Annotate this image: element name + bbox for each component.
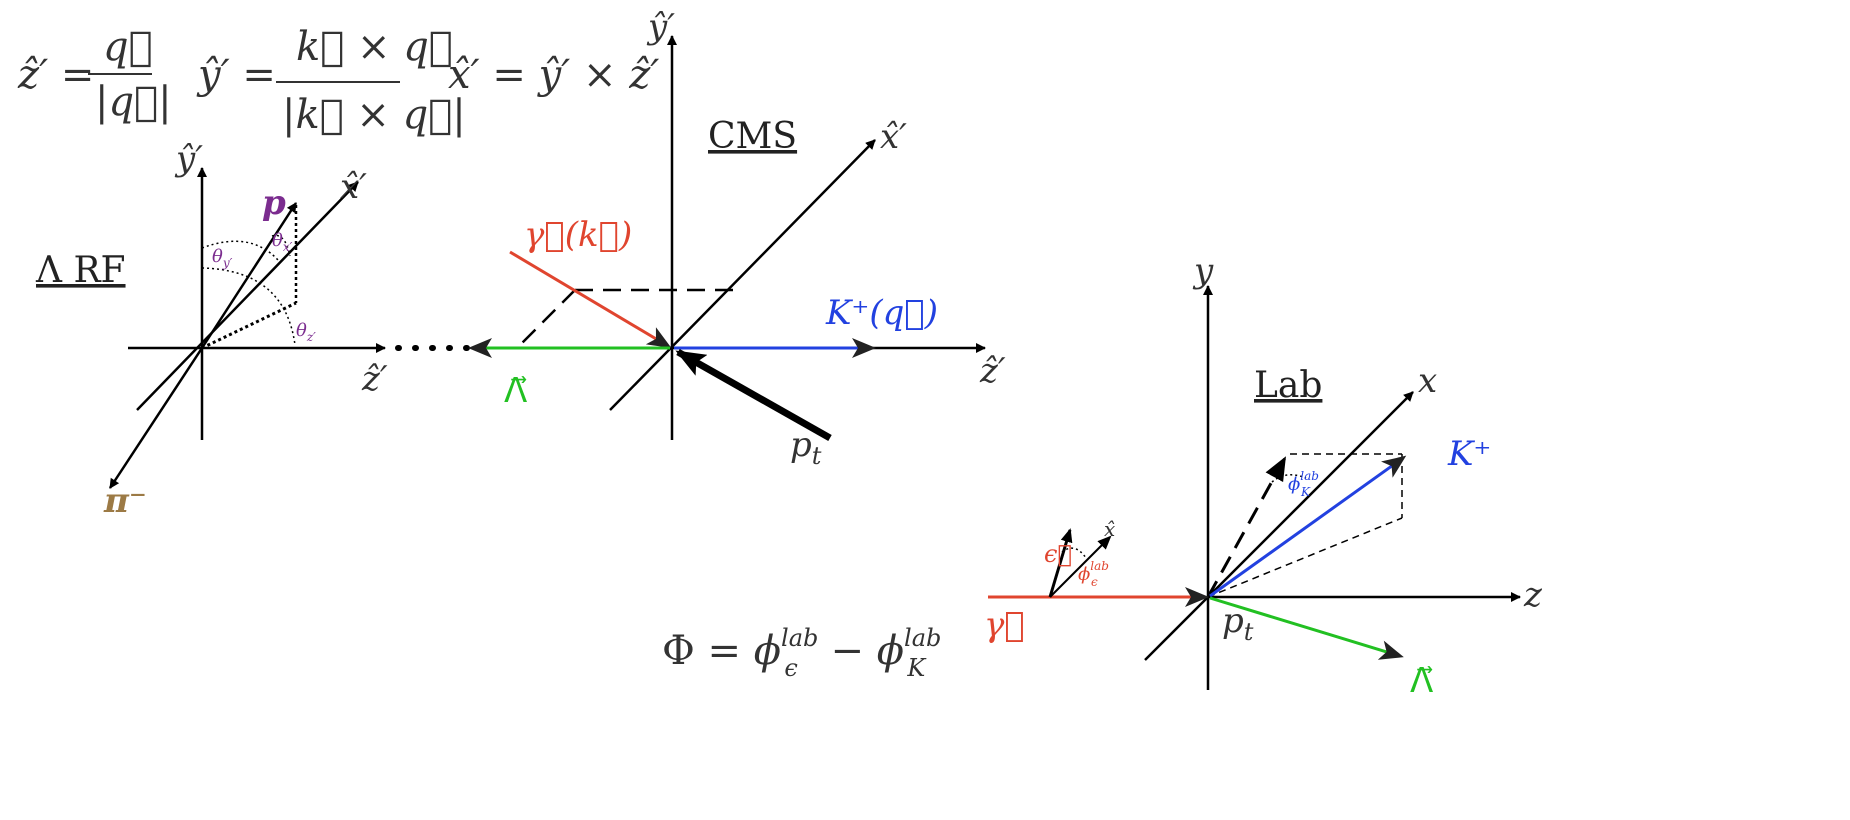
xprime-formula: x̂′ = ŷ′ × ẑ′ [448,52,659,98]
lrf-y-axis-label: ŷ′ [174,139,203,179]
zprime-lhs: ẑ′ = [17,52,94,98]
lab-phi-eps-label: ϕlab ϵ [1078,559,1109,589]
cms-x-axis [609,139,876,411]
lab-phi-eps-arc [1061,547,1087,559]
lrf-pion-vector [108,347,204,489]
lab-x-axis [1144,391,1414,661]
lab-label: Lab [1254,365,1322,406]
lrf-proton-label: p [262,183,286,223]
phi-formula-lhs: Φ = [662,628,754,674]
cms-target-symbol: p [790,425,812,465]
lrf-theta-z-sub: z′ [306,330,316,344]
cms-photon-label: γ⃗(k⃗) [524,215,632,255]
lrf-pion-label: π⁻ [103,481,147,521]
cms-target-label: pt [790,425,822,470]
lrf-theta-x-label: θx′ [272,230,293,254]
cms-dash-diagonal [519,289,576,346]
lab-target-symbol: p [1222,601,1244,641]
cms-photon-vector [509,250,672,349]
cms-frame: CMS ŷ′ x̂′ ẑ′ γ⃗(k⃗) K⁺(q⃗) Λ⃗ pt [468,7,1006,470]
lab-small-x-axis [1049,535,1112,598]
lrf-theta-x-arc [271,234,291,257]
formula-group: ẑ′ = q⃗ |q⃗| ŷ′ = k⃗ × q⃗ |k⃗ × q⃗| x̂′ … [17,24,659,138]
phi-formula-k: ϕ [877,628,904,674]
lrf-theta-y-label: θy′ [212,246,233,270]
cms-lambda-label: Λ⃗ [504,371,527,411]
lrf-label: Λ RF [35,250,126,291]
lrf-proj-horizontal [201,301,297,350]
lab-target-label: pt [1222,601,1254,646]
lab-y-axis-label: y [1192,251,1214,291]
cms-label: CMS [708,116,797,157]
cms-y-axis-label: ŷ′ [646,7,675,47]
phi-formula-eps-sub: ϵ [784,654,797,682]
lrf-z-axis-label: ẑ′ [361,359,388,399]
lab-dash-proj [1207,517,1403,598]
lab-epsilon-label: ϵ⃗ [1044,540,1072,568]
lab-phi-k-symbol: ϕ [1288,474,1300,495]
lrf-proton-vector [200,202,298,349]
lrf-x-axis [136,181,359,411]
phi-formula-k-sup: lab [904,624,941,652]
lrf-theta-z-symbol: θ [296,320,307,341]
cms-z-axis-label: ẑ′ [979,351,1006,391]
lab-lambda-label: Λ⃗ [1410,661,1433,701]
zprime-den: |q⃗| [95,79,172,125]
lrf-theta-y-symbol: θ [212,246,223,267]
lab-target-sub: t [1244,618,1254,646]
lrf-theta-x-sub: x′ [283,240,293,254]
lab-kaon-label: K⁺ [1447,434,1491,474]
lrf-theta-z-arc [201,267,296,346]
cms-kaon-label: K⁺(q⃗) [825,293,938,333]
lab-dash-heavy [1206,456,1287,598]
phi-formula-minus: − [818,628,877,674]
lrf-theta-z-label: θz′ [296,320,316,344]
phi-formula-eps-sup: lab [781,624,818,652]
lab-z-axis-label: z [1523,575,1543,615]
yprime-num: k⃗ × q⃗ [296,24,453,70]
yprime-lhs: ŷ′ = [196,52,276,98]
lab-phi-k-sup: lab [1300,469,1319,483]
lab-phi-eps-sup: lab [1090,559,1109,573]
lrf-theta-y-sub: y′ [222,256,233,270]
yprime-den: |k⃗ × q⃗| [282,92,466,138]
lambda-rest-frame: Λ RF ŷ′ x̂′ ẑ′ p π⁻ θy′ θx′ θz′ [35,139,473,521]
lab-x-axis-label: x [1418,361,1437,401]
lrf-x-axis-label: x̂′ [340,167,367,207]
phi-formula-eps: ϕ [754,628,781,674]
lab-small-x-label: x̂ [1104,517,1115,541]
cms-x-axis-label: x̂′ [880,117,907,157]
cms-target-sub: t [812,442,822,470]
lab-lambda-vector [1209,596,1404,660]
phi-formula-k-sub: K [906,654,927,682]
cms-target-vector [675,348,832,442]
lab-photon-label: γ⃗ [984,605,1025,645]
zprime-num: q⃗ [103,24,153,70]
lab-phi-k-sub: K [1300,485,1311,499]
lrf-theta-x-symbol: θ [272,230,283,251]
lab-kaon-vector [1209,455,1407,598]
lab-phi-eps-symbol: ϕ [1078,564,1090,585]
lab-phi-eps-sub: ϵ [1091,575,1098,589]
lab-epsilon-vector [1048,528,1073,598]
